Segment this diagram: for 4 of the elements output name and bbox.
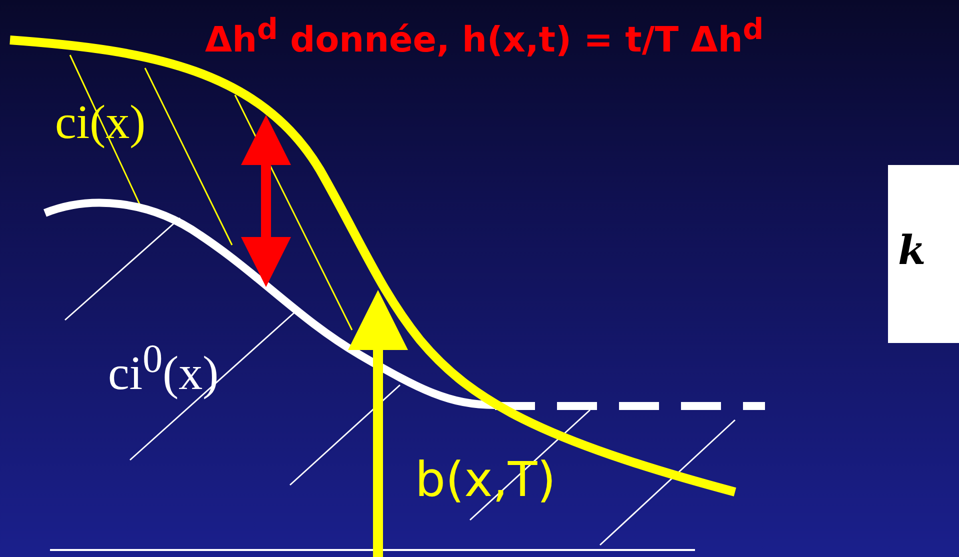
formula-text: k [898,227,926,274]
title-text: Δh$^{d}$ donnée, h(x,t) = t/T Δh$^{d}$ [205,12,764,61]
formula-box [888,165,959,343]
curve-label: ci$^{0}$(x) [108,335,219,401]
